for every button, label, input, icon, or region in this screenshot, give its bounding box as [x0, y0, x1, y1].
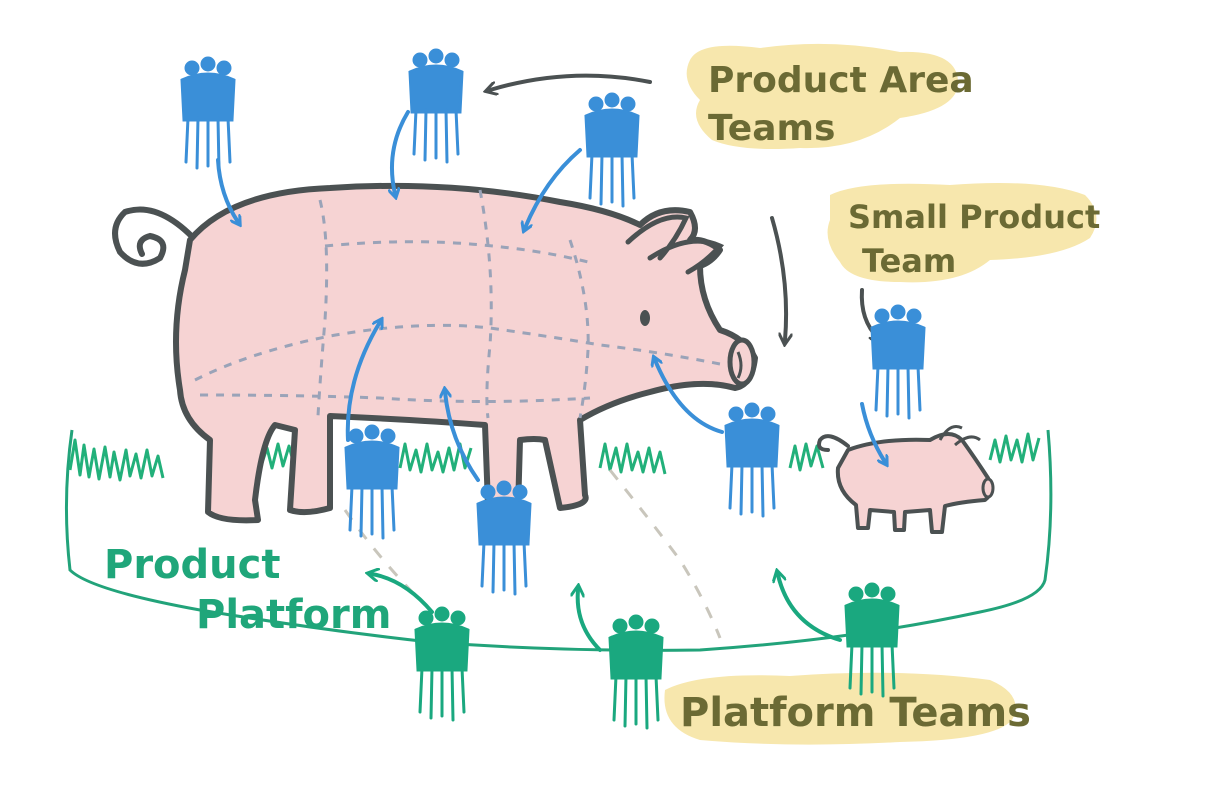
team-members-icon	[180, 56, 236, 172]
pig-ear	[625, 214, 725, 275]
label-product-platform-line1: Product	[104, 542, 280, 588]
platform-team-2	[608, 614, 664, 730]
product-area-team-5	[476, 480, 532, 596]
small-pig	[817, 425, 995, 534]
team-members-icon	[584, 92, 640, 208]
highlight-small-product-team	[827, 182, 1097, 283]
product-area-team-6	[724, 402, 780, 518]
team-members-icon	[414, 606, 470, 722]
team-members-icon	[844, 582, 900, 698]
pointer-arrow-to-large-pig	[770, 216, 786, 340]
team-members-icon	[608, 614, 664, 730]
product-platform-outline	[64, 429, 1053, 652]
small-pig-body	[835, 432, 993, 534]
label-product-area-teams-line2: Teams	[708, 108, 835, 149]
team-members-icon	[408, 48, 464, 164]
product-area-team-3	[584, 92, 640, 208]
label-product-area-teams-line1: Product Area	[708, 60, 974, 101]
label-small-product-team-line1: Small Product	[848, 198, 1100, 236]
small-pig-tail	[817, 434, 850, 452]
platform-team-1	[414, 606, 470, 722]
product-area-team-4	[344, 424, 400, 540]
pig-eye	[640, 310, 650, 326]
green-arrow-1	[372, 574, 434, 614]
team-members-icon	[476, 480, 532, 596]
blue-arrow-7	[860, 402, 885, 462]
label-platform-teams: Platform Teams	[680, 690, 1031, 736]
blue-arrow-6	[655, 360, 724, 434]
grass	[68, 432, 1041, 482]
team-members-icon	[870, 304, 926, 420]
green-arrow-2	[578, 590, 602, 652]
team-members-icon	[344, 424, 400, 540]
label-small-product-team-line2: Team	[862, 242, 956, 280]
highlight-platform-teams	[664, 672, 1016, 745]
highlight-product-area-teams	[686, 43, 959, 150]
blue-arrow-2	[392, 110, 410, 194]
large-pig	[112, 182, 758, 524]
pointer-arrow-product-area-teams	[490, 73, 652, 90]
product-area-team-2	[408, 48, 464, 164]
label-product-platform-line2: Platform	[196, 592, 391, 638]
small-product-team-figures	[870, 304, 926, 420]
platform-team-3	[844, 582, 900, 698]
product-area-team-1	[180, 56, 236, 172]
pig-body	[173, 182, 758, 524]
butcher-cut-lines	[194, 189, 726, 419]
platform-dashed-lines	[343, 469, 722, 639]
team-members-icon	[724, 402, 780, 518]
blue-arrow-3	[525, 148, 582, 228]
pig-nostril	[736, 351, 743, 379]
small-pig-ear	[938, 425, 981, 447]
blue-arrow-4	[345, 322, 380, 442]
blue-arrow-5	[445, 392, 480, 482]
green-arrow-3	[778, 575, 842, 642]
pig-tail	[112, 206, 203, 267]
small-pig-snout	[981, 477, 995, 499]
